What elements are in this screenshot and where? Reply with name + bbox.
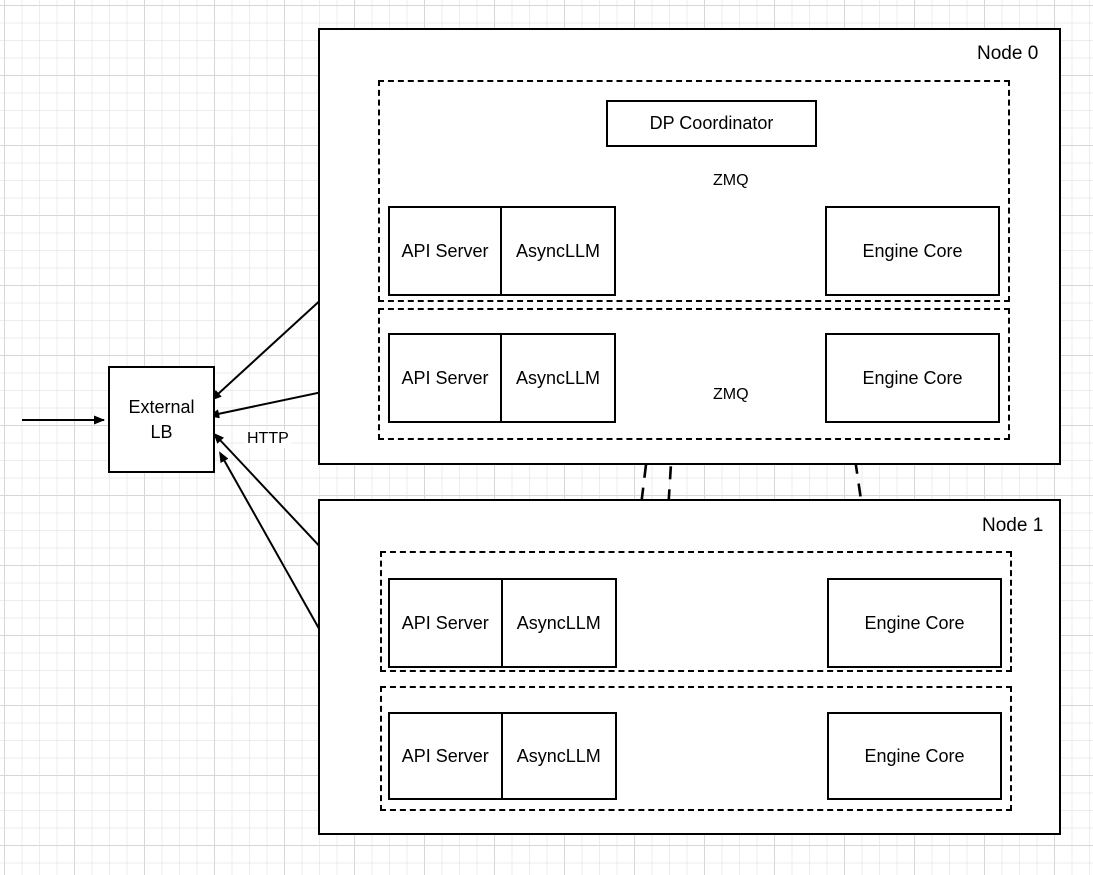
node-0-group-1-zmq-label: ZMQ [711, 172, 751, 190]
external-lb-box[interactable]: External LB [108, 366, 215, 473]
api-server-cell[interactable]: API Server [390, 335, 502, 421]
async-llm-cell[interactable]: AsyncLLM [516, 612, 601, 633]
dp-coordinator-label: DP Coordinator [649, 113, 774, 134]
node-0-group-2 [378, 308, 1010, 440]
async-llm-cell[interactable]: AsyncLLM [516, 745, 601, 766]
node-0-group-2-engine-core[interactable]: Engine Core [825, 333, 1000, 423]
node-1-group-1-server-unit[interactable]: API Server AsyncLLM [388, 578, 617, 668]
node-0-group-2-server-unit[interactable]: API Server AsyncLLM [388, 333, 616, 423]
node-1-group-2 [380, 686, 1012, 811]
node-1-group-2-server-unit[interactable]: API Server AsyncLLM [388, 712, 617, 800]
node-0-group-2-zmq-label: ZMQ [711, 386, 751, 404]
node-1-group-1-engine-core[interactable]: Engine Core [827, 578, 1002, 668]
engine-core-label: Engine Core [862, 367, 963, 388]
node-0-group-1-engine-core[interactable]: Engine Core [825, 206, 1000, 296]
node-1-group-1 [380, 551, 1012, 672]
external-lb-label: External LB [128, 395, 194, 444]
async-llm-cell[interactable]: AsyncLLM [515, 367, 601, 388]
engine-core-label: Engine Core [864, 745, 965, 766]
external-lb-label-line2: LB [150, 421, 173, 442]
node-0-group-1-server-unit[interactable]: API Server AsyncLLM [388, 206, 616, 296]
node-0-group-1 [378, 80, 1010, 302]
api-server-cell[interactable]: API Server [390, 208, 502, 294]
engine-core-label: Engine Core [864, 612, 965, 633]
node-1-group-2-engine-core[interactable]: Engine Core [827, 712, 1002, 800]
engine-core-label: Engine Core [862, 240, 963, 261]
api-server-cell[interactable]: API Server [390, 714, 503, 798]
external-lb-label-line1: External [128, 397, 195, 418]
node-1-label: Node 1 [982, 515, 1044, 536]
node-0-label: Node 0 [977, 43, 1039, 64]
async-llm-cell[interactable]: AsyncLLM [515, 240, 601, 261]
api-server-cell[interactable]: API Server [390, 580, 503, 666]
dp-coordinator-box[interactable]: DP Coordinator [606, 100, 817, 147]
http-edge-label: HTTP [245, 430, 291, 448]
